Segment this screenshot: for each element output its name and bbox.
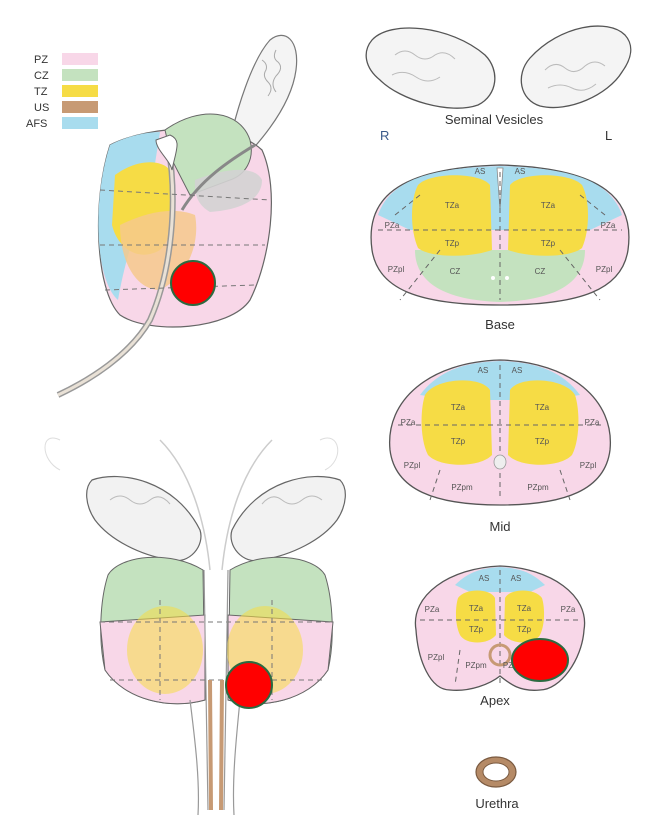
coronal-lobe-right-tz [127, 606, 203, 694]
coronal-outer-lines [189, 699, 241, 816]
apex-zone-pza-r: PZa [425, 605, 440, 614]
base-zone-as-l: AS [515, 167, 526, 176]
side-left-label: L [605, 128, 612, 143]
base-zone-pza-l: PZa [601, 221, 616, 230]
legend-label-tz: TZ [34, 86, 48, 98]
base-zone-cz-l: CZ [535, 267, 546, 276]
coronal-vas-deferens [159, 439, 273, 571]
mid-zone-tzp-r: TZp [451, 437, 466, 446]
base-caption: Base [485, 317, 515, 332]
coronal-sv-folds [109, 495, 323, 505]
mid-zone-pzpl-r: PZpl [404, 461, 421, 470]
sagittal-bladder-neck [155, 134, 178, 171]
apex-dashed-lines [420, 570, 580, 686]
apex-zone-pzpm-l: PZ [503, 661, 513, 670]
mid-zone-pza-r: PZa [401, 418, 416, 427]
legend-swatch-afs [62, 117, 98, 129]
base-zone-cz-r: CZ [450, 267, 461, 276]
apex-zone-tzp-r: TZp [469, 625, 484, 634]
coronal-urethra-wall [203, 569, 229, 811]
legend-label-cz: CZ [34, 70, 49, 82]
mid-section: AS AS TZa TZa TZp TZp PZa PZa PZpl PZpl … [389, 359, 611, 534]
seminal-vesicles-view: Seminal Vesicles R L [365, 25, 632, 143]
sagittal-view [56, 34, 298, 398]
base-zone-pza-r: PZa [385, 221, 400, 230]
sagittal-urethra-lumen [57, 144, 175, 397]
apex-zone-tza-r: TZa [469, 604, 484, 613]
base-zone-as-r: AS [475, 167, 486, 176]
mid-zone-tza-r: TZa [451, 403, 466, 412]
base-tz-left [508, 175, 588, 256]
sv-left [520, 25, 632, 109]
urethra-section: Urethra [475, 756, 519, 811]
mid-zone-as-r: AS [478, 366, 489, 375]
mid-caption: Mid [490, 519, 511, 534]
legend-swatch-cz [62, 69, 98, 81]
apex-zone-tza-l: TZa [517, 604, 532, 613]
base-zone-tza-r: TZa [445, 201, 460, 210]
mid-zone-pzpm-l: PZpm [527, 483, 549, 492]
apex-zone-as-l: AS [511, 574, 522, 583]
mid-zone-tza-l: TZa [535, 403, 550, 412]
base-urethra-slit [496, 167, 504, 211]
legend-swatch-us [62, 101, 98, 113]
apex-zone-pzpl-r: PZpl [428, 653, 445, 662]
base-zone-tzp-l: TZp [541, 239, 556, 248]
mid-tz-left [508, 380, 579, 465]
base-section: AS AS TZa TZa TZp TZp PZa PZa PZpl PZpl … [370, 164, 630, 332]
sagittal-cz-overlap [194, 169, 262, 212]
coronal-lesion [225, 661, 273, 709]
base-dashed-lines [378, 172, 622, 301]
apex-tz-right [455, 590, 496, 643]
coronal-seminal-vesicle-left [230, 475, 346, 562]
mid-zone-pzpm-r: PZpm [451, 483, 473, 492]
urethra-lumen [482, 762, 510, 782]
base-tz-right [412, 175, 492, 256]
coronal-seminal-vesicle-right [86, 475, 202, 562]
base-duct-r [491, 276, 495, 280]
mid-zone-tzp-l: TZp [535, 437, 550, 446]
mid-dashed-lines [398, 365, 602, 501]
mid-zone-pza-l: PZa [585, 418, 600, 427]
sagittal-lesion [170, 260, 216, 306]
base-duct-l [505, 276, 509, 280]
mid-tz-right [421, 380, 492, 465]
base-zone-tzp-r: TZp [445, 239, 460, 248]
side-right-label: R [380, 128, 389, 143]
seminal-vesicles-label: Seminal Vesicles [445, 112, 544, 127]
sv-right [365, 27, 496, 109]
sagittal-sv-folds [261, 49, 282, 97]
base-zone-pzpl-l: PZpl [596, 265, 613, 274]
apex-lesion [511, 638, 569, 682]
apex-zone-as-r: AS [479, 574, 490, 583]
apex-caption: Apex [480, 693, 510, 708]
urethra-caption: Urethra [475, 796, 519, 811]
apex-zone-pza-l: PZa [561, 605, 576, 614]
mid-urethra [493, 454, 507, 470]
legend-label-pz: PZ [34, 54, 48, 66]
coronal-ghost-outline [44, 437, 339, 471]
base-zone-pzpl-r: PZpl [388, 265, 405, 274]
legend-label-afs: AFS [26, 118, 47, 130]
mid-zone-as-l: AS [512, 366, 523, 375]
apex-zone-pzpm-r: PZpm [465, 661, 487, 670]
apex-urethral-sphincter [488, 643, 512, 667]
sv-folds [391, 50, 606, 91]
legend-label-us: US [34, 102, 49, 114]
sagittal-duct [180, 143, 256, 211]
legend-swatch-pz [62, 53, 98, 65]
legend: PZ CZ TZ US AFS [26, 53, 98, 130]
apex-zone-tzp-l: TZp [517, 625, 532, 634]
coronal-view [44, 437, 346, 816]
legend-swatch-tz [62, 85, 98, 97]
coronal-urethral-sphincter [208, 679, 224, 811]
base-zone-tza-l: TZa [541, 201, 556, 210]
apex-tz-left [504, 590, 545, 643]
mid-zone-pzpl-l: PZpl [580, 461, 597, 470]
apex-section: AS AS TZa TZa TZp TZp PZa PZa PZpl PZpm … [414, 565, 586, 708]
